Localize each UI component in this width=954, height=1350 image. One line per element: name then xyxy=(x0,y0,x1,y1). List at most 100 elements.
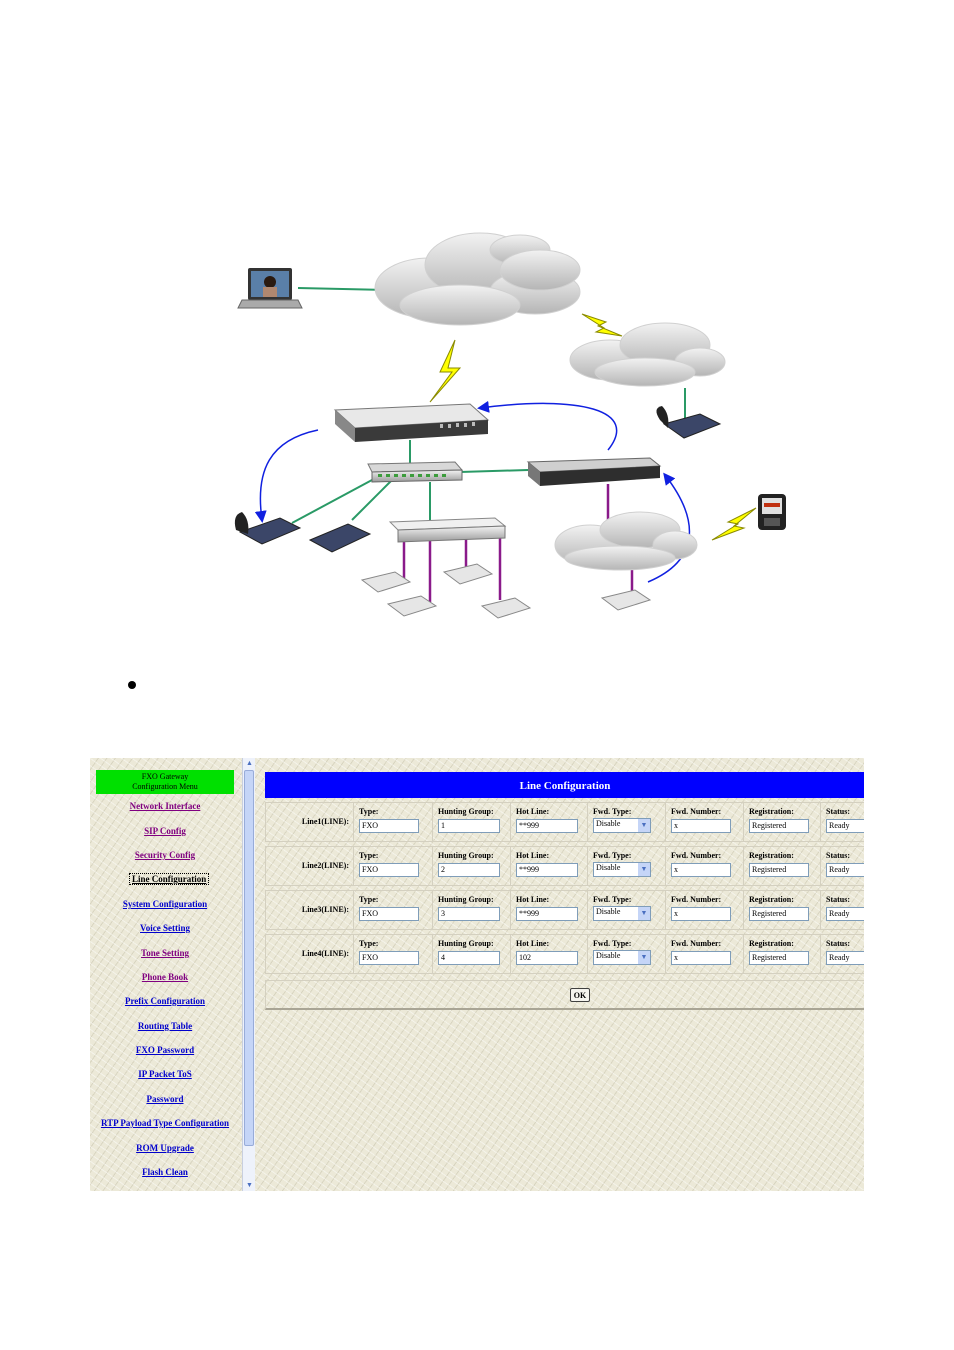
router-icon xyxy=(333,403,490,442)
type-label: Type: xyxy=(359,895,379,904)
mobile-cloud-icon xyxy=(554,511,698,571)
status-input[interactable]: Ready xyxy=(826,907,864,921)
registration-cell: Registration:Registered xyxy=(744,847,821,885)
menu-item-system-configuration[interactable]: System Configuration xyxy=(122,899,208,909)
hunting-label: Hunting Group: xyxy=(438,807,494,816)
fwd-type-select[interactable]: Disable ▼ xyxy=(593,906,651,921)
status-input[interactable]: Ready xyxy=(826,819,864,833)
menu-item-rtp-payload-type-configuration[interactable]: RTP Payload Type Configuration xyxy=(100,1118,230,1128)
menu-item-routing-table[interactable]: Routing Table xyxy=(137,1021,193,1031)
menu-item-phone-book[interactable]: Phone Book xyxy=(141,972,189,982)
registration-label: Registration: xyxy=(749,895,794,904)
hotline-label: Hot Line: xyxy=(516,939,550,948)
fxo-gateway-icon xyxy=(526,457,662,486)
sidebar-scrollbar[interactable]: ▲ ▼ xyxy=(242,758,255,1191)
menu-item-ip-packet-tos[interactable]: IP Packet ToS xyxy=(138,1069,192,1079)
fwd-type-select[interactable]: Disable▼ xyxy=(593,818,651,833)
hotline-input[interactable]: **999 xyxy=(516,863,578,877)
hunting-input[interactable]: 4 xyxy=(438,951,500,965)
hotline-cell: Hot Line:**999 xyxy=(511,847,588,885)
fwdnum-input[interactable]: x xyxy=(671,819,731,833)
scroll-up-icon[interactable]: ▲ xyxy=(246,759,253,767)
type-label: Type: xyxy=(359,939,379,948)
type-input[interactable]: FXO xyxy=(359,907,419,921)
menu-item-sip-config[interactable]: SIP Config xyxy=(144,826,186,836)
hunting-label: Hunting Group: xyxy=(438,851,494,860)
registration-input[interactable]: Registered xyxy=(749,951,809,965)
type-label: Type: xyxy=(359,807,379,816)
hotline-label: Hot Line: xyxy=(516,895,550,904)
type-input[interactable]: FXO xyxy=(359,863,419,877)
network-diagram xyxy=(234,232,786,619)
type-input[interactable]: FXO xyxy=(359,951,419,965)
lightning-icon xyxy=(429,313,757,541)
status-input[interactable]: Ready xyxy=(826,951,864,965)
chevron-down-icon[interactable]: ▼ xyxy=(638,951,650,964)
registration-input[interactable]: Registered xyxy=(749,819,809,833)
internet-cloud-icon xyxy=(374,232,581,326)
configuration-menu: FXO Gateway Configuration Menu Network I… xyxy=(90,758,242,1191)
ok-row: OK xyxy=(265,980,864,1010)
line-label: Line2(LINE): xyxy=(266,847,354,885)
menu-item-flash-clean[interactable]: Flash Clean xyxy=(142,1167,188,1177)
status-label: Status: xyxy=(826,851,851,860)
menu-item-fxo-password[interactable]: FXO Password xyxy=(135,1045,195,1055)
fwd-type-value: Disable xyxy=(596,951,621,960)
registration-cell: Registration: Registered xyxy=(744,803,821,841)
type-cell: Type: FXO xyxy=(354,891,433,929)
hunting-label: Hunting Group: xyxy=(438,895,494,904)
chevron-down-icon[interactable]: ▼ xyxy=(638,863,650,876)
registration-input[interactable]: Registered xyxy=(749,907,809,921)
status-cell: Status:Ready xyxy=(821,935,864,973)
hotline-cell: Hot Line: 102 xyxy=(511,935,588,973)
menu-item-security-config[interactable]: Security Config xyxy=(134,850,196,860)
switch-icon xyxy=(367,461,464,483)
hunting-cell: Hunting Group: 2 xyxy=(433,847,511,885)
hotline-cell: Hot Line: **999 xyxy=(511,891,588,929)
fwdtype-label: Fwd. Type: xyxy=(593,807,632,816)
hunting-input[interactable]: 3 xyxy=(438,907,500,921)
hunting-input[interactable]: 2 xyxy=(438,863,500,877)
menu-item-password[interactable]: Password xyxy=(146,1094,184,1104)
hotline-label: Hot Line: xyxy=(516,807,550,816)
menu-item-rom-upgrade[interactable]: ROM Upgrade xyxy=(136,1143,194,1153)
fwd-type-select[interactable]: Disable ▼ xyxy=(593,862,651,877)
hotline-input[interactable]: **999 xyxy=(516,907,578,921)
hotline-input[interactable]: **999 xyxy=(516,819,578,833)
chevron-down-icon[interactable]: ▼ xyxy=(638,907,650,920)
scroll-thumb[interactable] xyxy=(244,770,254,1146)
registration-label: Registration: xyxy=(749,939,794,948)
chevron-down-icon[interactable]: ▼ xyxy=(638,819,650,832)
fwd-type-select[interactable]: Disable ▼ xyxy=(593,950,651,965)
hotline-input[interactable]: 102 xyxy=(516,951,578,965)
menu-item-network-interface[interactable]: Network Interface xyxy=(129,801,201,811)
mobile-phone-icon xyxy=(758,494,786,530)
fwdtype-label: Fwd. Type: xyxy=(593,851,632,860)
page-title: Line Configuration xyxy=(265,772,864,798)
fwd-type-value: Disable xyxy=(596,863,621,872)
ok-button[interactable]: OK xyxy=(570,988,590,1002)
type-cell: Type: FXO xyxy=(354,935,433,973)
type-label: Type: xyxy=(359,851,379,860)
fwdnum-input[interactable]: x xyxy=(671,863,731,877)
fwdnum-label: Fwd. Number: xyxy=(671,939,722,948)
menu-item-line-configuration[interactable]: Line Configuration xyxy=(128,873,210,885)
menu-title-line2: Configuration Menu xyxy=(132,782,198,791)
fwdnum-input[interactable]: x xyxy=(671,951,731,965)
analog-phone-icon xyxy=(360,563,652,619)
fwd-type-value: Disable xyxy=(596,907,621,916)
menu-item-tone-setting[interactable]: Tone Setting xyxy=(141,948,189,958)
type-input[interactable]: FXO xyxy=(359,819,419,833)
status-cell: Status:Ready xyxy=(821,803,864,841)
hunting-input[interactable]: 1 xyxy=(438,819,500,833)
registration-input[interactable]: Registered xyxy=(749,863,809,877)
registration-label: Registration: xyxy=(749,807,794,816)
scroll-down-icon[interactable]: ▼ xyxy=(246,1181,253,1189)
menu-item-voice-setting[interactable]: Voice Setting xyxy=(140,923,190,933)
line-row: Line2(LINE): Type: FXO Hunting Group: 2 Hot L… xyxy=(265,846,864,886)
menu-item-prefix-configuration[interactable]: Prefix Configuration xyxy=(124,996,206,1006)
fwdnum-input[interactable]: x xyxy=(671,907,731,921)
status-input[interactable]: Ready xyxy=(826,863,864,877)
status-cell: Status: Ready xyxy=(821,847,864,885)
